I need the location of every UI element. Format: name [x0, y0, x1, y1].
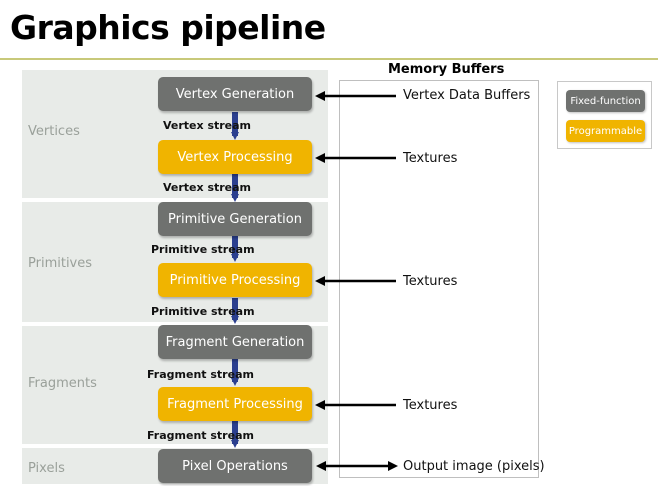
stream-label-vertex: Vertex stream	[163, 181, 252, 194]
stream-label-fragment: Fragment stream	[147, 368, 254, 381]
stream-label-vertex: Vertex stream	[163, 119, 252, 132]
stage-pixel-operations: Pixel Operations	[158, 449, 312, 483]
stage-primitive-processing: Primitive Processing	[158, 263, 312, 297]
memory-label-output-image: Output image (pixels)	[403, 459, 545, 474]
page-title: Graphics pipeline	[10, 8, 326, 47]
legend: Fixed-function Programmable	[557, 81, 652, 149]
legend-programmable: Programmable	[566, 120, 645, 142]
band-label-primitives: Primitives	[28, 256, 93, 271]
stage-primitive-generation: Primitive Generation	[158, 202, 312, 236]
stage-fragment-processing: Fragment Processing	[158, 387, 312, 421]
stream-label-fragment: Fragment stream	[147, 429, 254, 442]
band-label-pixels: Pixels	[28, 461, 65, 476]
memory-buffers-title: Memory Buffers	[388, 62, 505, 77]
memory-buffers-box	[339, 80, 539, 478]
stage-vertex-generation: Vertex Generation	[158, 77, 312, 111]
band-label-fragments: Fragments	[28, 376, 97, 391]
band-label-vertices: Vertices	[28, 124, 80, 139]
stage-fragment-generation: Fragment Generation	[158, 325, 312, 359]
stream-label-primitive: Primitive stream	[151, 243, 255, 256]
legend-fixed-function: Fixed-function	[566, 90, 645, 112]
memory-label-textures: Textures	[403, 398, 458, 413]
title-underline	[0, 58, 658, 60]
memory-label-vertex-data-buffers: Vertex Data Buffers	[403, 88, 531, 103]
memory-label-textures: Textures	[403, 151, 458, 166]
stage-vertex-processing: Vertex Processing	[158, 140, 312, 174]
stream-label-primitive: Primitive stream	[151, 305, 255, 318]
memory-label-textures: Textures	[403, 274, 458, 289]
